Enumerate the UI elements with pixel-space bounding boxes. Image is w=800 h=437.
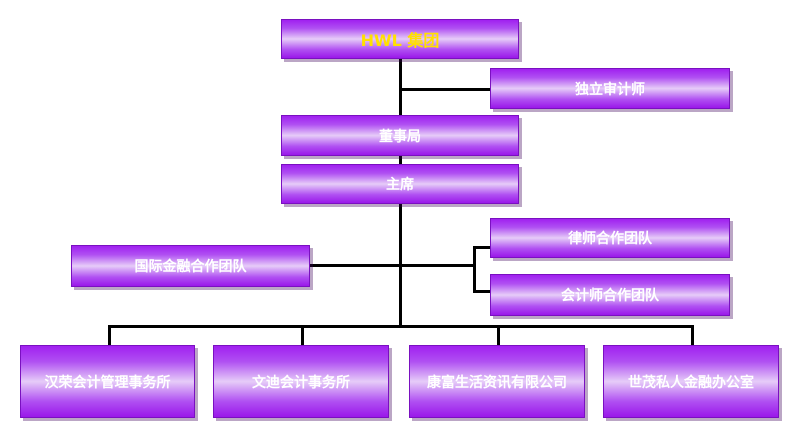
- board-node: 董事局: [281, 115, 519, 156]
- connector-to-auditor: [399, 88, 490, 91]
- chairman-node-label: 主席: [386, 177, 414, 193]
- connector-sub-1: [108, 325, 111, 345]
- right-team-node-2: 会计师合作团队: [490, 274, 730, 316]
- subsidiary-node-2: 文迪会计事务所: [213, 345, 389, 418]
- connector-sub-2: [301, 325, 304, 345]
- subsidiary-node-1: 汉荣会计管理事务所: [20, 345, 195, 418]
- subsidiary-node-3-label: 康富生活资讯有限公司: [427, 374, 567, 391]
- connector-right-bracket: [473, 246, 476, 293]
- auditor-node-label: 独立审计师: [575, 81, 645, 98]
- subsidiary-node-3: 康富生活资讯有限公司: [409, 345, 585, 418]
- auditor-node: 独立审计师: [490, 68, 730, 109]
- chairman-node: 主席: [281, 164, 519, 204]
- left-team-node-label: 国际金融合作团队: [134, 259, 247, 275]
- connector-sub-4: [691, 325, 694, 345]
- connector-left-team: [310, 264, 474, 267]
- subsidiary-node-4: 世茂私人金融办公室: [603, 345, 779, 418]
- right-team-node-1: 律师合作团队: [490, 218, 730, 258]
- connector-sub-3: [497, 325, 500, 345]
- board-node-label: 董事局: [379, 128, 421, 145]
- connector-right-team-2: [473, 290, 490, 293]
- subsidiary-node-2-label: 文迪会计事务所: [252, 374, 350, 391]
- left-team-node: 国际金融合作团队: [71, 245, 310, 287]
- connector-bottom-bus: [108, 325, 694, 328]
- root-node-label: HWL 集团: [360, 31, 440, 50]
- right-team-node-2-label: 会计师合作团队: [561, 288, 659, 304]
- connector-board-to-chairman: [399, 156, 402, 164]
- connector-right-team-1: [473, 246, 490, 249]
- subsidiary-node-1-label: 汉荣会计管理事务所: [44, 374, 171, 391]
- connector-root-to-board: [399, 58, 402, 115]
- subsidiary-node-4-label: 世茂私人金融办公室: [628, 374, 754, 391]
- root-node: HWL 集团: [281, 19, 519, 59]
- right-team-node-1-label: 律师合作团队: [568, 231, 652, 247]
